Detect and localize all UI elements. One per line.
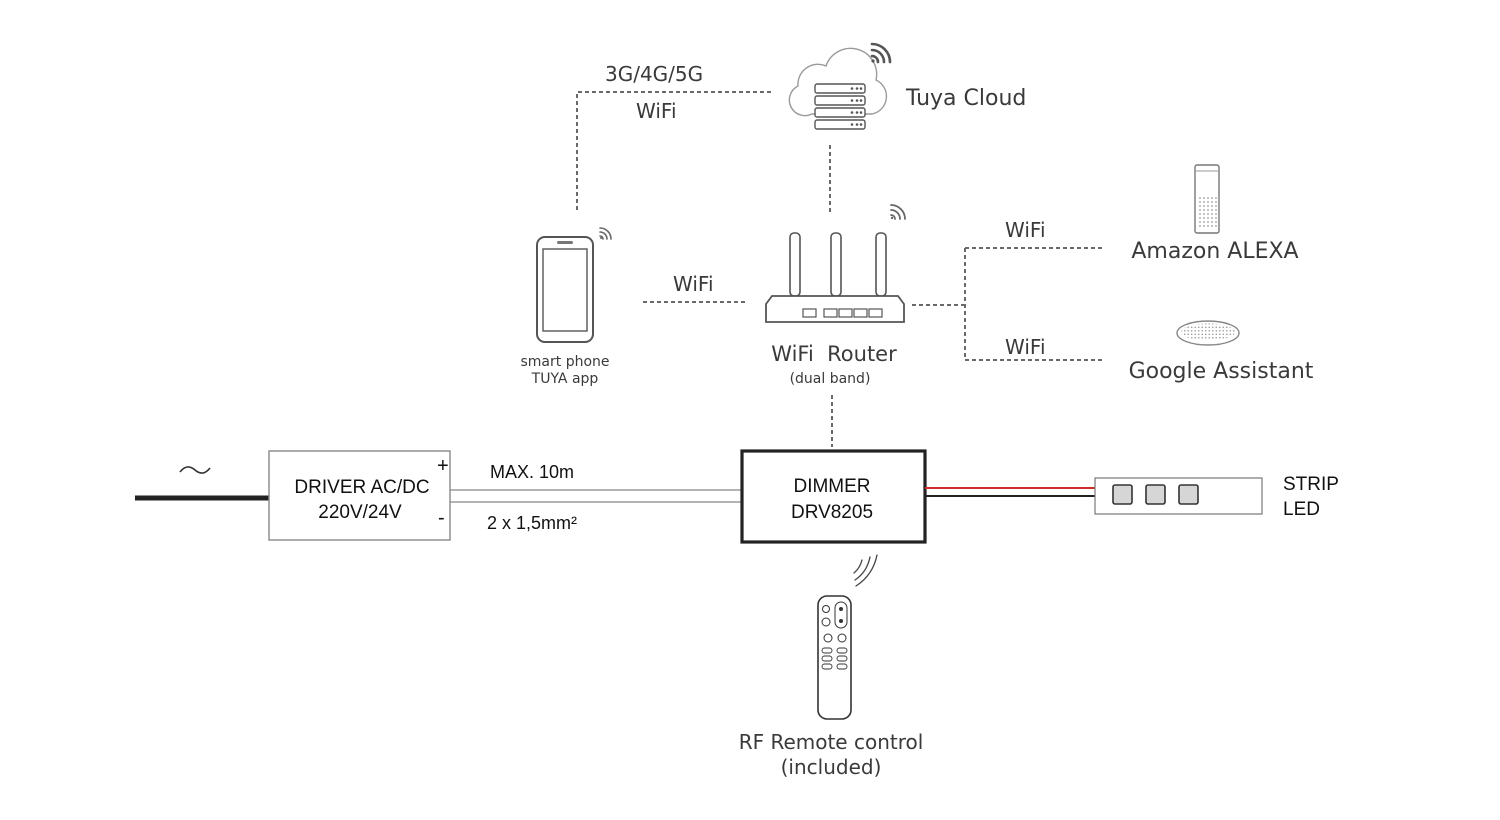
wireless-signal-icon: [599, 227, 612, 240]
led-strip-icon: [1094, 477, 1263, 515]
driver-box: [268, 450, 451, 541]
wireless-signal-icon: [853, 554, 878, 587]
wireless-signal-icon: [870, 42, 892, 64]
router-label-1: WiFi Router: [771, 342, 897, 366]
driver-label-1: DRIVER AC/DC: [294, 477, 429, 498]
cable-section-label: 2 x 1,5mm²: [487, 513, 577, 533]
dimmer-label-2: DRV8205: [791, 502, 873, 523]
strip-label-1: STRIP: [1283, 474, 1339, 495]
phone-label-2: TUYA app: [531, 371, 599, 387]
wireless-signal-icon: [890, 204, 906, 220]
driver-label-2: 220V/24V: [318, 502, 402, 523]
alexa-label: Amazon ALEXA: [1131, 239, 1298, 264]
wifi-phone-router-label: WiFi: [673, 272, 714, 296]
link-phone-cloud: [576, 91, 772, 210]
smart-speaker-icon: [1194, 164, 1220, 234]
ac-symbol: [179, 466, 211, 474]
router-label-2: (dual band): [790, 371, 871, 387]
router-icon: [765, 204, 906, 323]
strip-label-2: LED: [1283, 499, 1320, 520]
rf-remote-icon: [817, 595, 852, 720]
minus-label: -: [438, 507, 445, 529]
cloud-label: Tuya Cloud: [905, 86, 1026, 111]
remote-label-2: (included): [781, 755, 882, 779]
dimmer-label-1: DIMMER: [793, 476, 870, 497]
cellular-label: 3G/4G/5G: [605, 62, 703, 86]
smartphone-icon: [536, 227, 612, 343]
google-label: Google Assistant: [1129, 359, 1314, 384]
dc-cable: [450, 489, 742, 503]
cloud-icon: [788, 42, 892, 130]
max-length-label: MAX. 10m: [490, 462, 574, 482]
wifi-phone-cloud-label: WiFi: [636, 99, 677, 123]
network-links: [576, 91, 1105, 447]
remote-label-1: RF Remote control: [739, 730, 924, 754]
wifi-google-label: WiFi: [1005, 335, 1046, 359]
wifi-alexa-label: WiFi: [1005, 218, 1046, 242]
dimmer-box: [740, 449, 927, 544]
phone-label-1: smart phone: [520, 354, 609, 370]
google-home-icon: [1176, 320, 1240, 346]
server-icon: [814, 83, 866, 130]
plus-label: +: [437, 455, 449, 477]
